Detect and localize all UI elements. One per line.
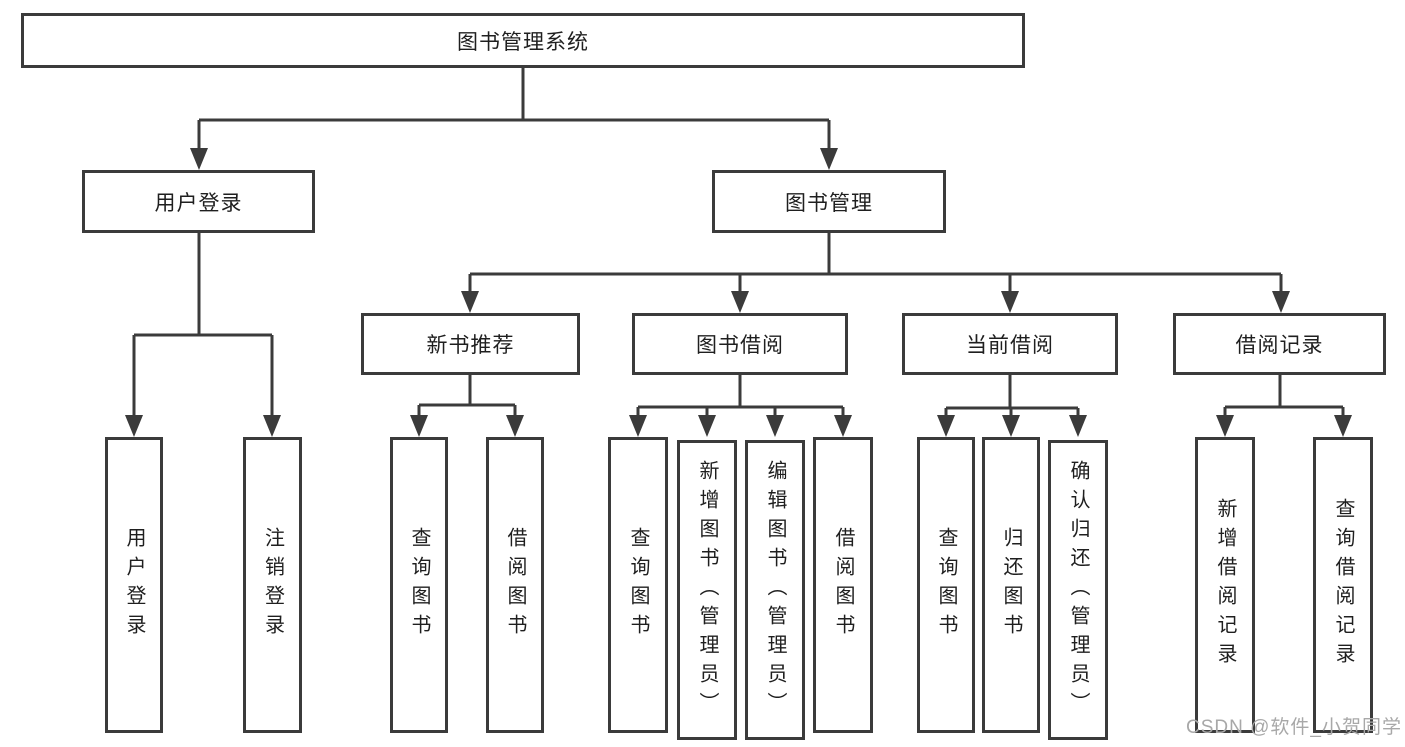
arrowheads bbox=[125, 148, 1352, 437]
node-user-login: 用户登录 bbox=[82, 170, 315, 233]
leaf-confirm-return-admin: 确认归还（管理员） bbox=[1048, 440, 1108, 740]
leaf-query-books-current: 查询图书 bbox=[917, 437, 975, 733]
leaf-return-book: 归还图书 bbox=[982, 437, 1040, 733]
tree-connector-segments bbox=[132, 68, 1345, 419]
node-book-borrowing: 图书借阅 bbox=[632, 313, 848, 375]
leaf-user-login: 用户登录 bbox=[105, 437, 163, 733]
watermark-text: CSDN @软件_小贺同学 bbox=[1186, 717, 1402, 738]
leaf-add-book-admin: 新增图书（管理员） bbox=[677, 440, 737, 740]
node-current-borrowing: 当前借阅 bbox=[902, 313, 1118, 375]
node-new-book-recommend: 新书推荐 bbox=[361, 313, 580, 375]
leaf-query-books-recommend: 查询图书 bbox=[390, 437, 448, 733]
node-borrowing-records: 借阅记录 bbox=[1173, 313, 1386, 375]
leaf-edit-book-admin: 编辑图书（管理员） bbox=[745, 440, 805, 740]
leaf-query-borrow-record: 查询借阅记录 bbox=[1313, 437, 1373, 733]
leaf-query-books-borrowing: 查询图书 bbox=[608, 437, 668, 733]
node-book-management: 图书管理 bbox=[712, 170, 946, 233]
leaf-add-borrow-record: 新增借阅记录 bbox=[1195, 437, 1255, 733]
leaf-borrow-books-recommend: 借阅图书 bbox=[486, 437, 544, 733]
node-library-system: 图书管理系统 bbox=[21, 13, 1025, 68]
leaf-borrow-books-borrowing: 借阅图书 bbox=[813, 437, 873, 733]
leaf-logout: 注销登录 bbox=[243, 437, 302, 733]
